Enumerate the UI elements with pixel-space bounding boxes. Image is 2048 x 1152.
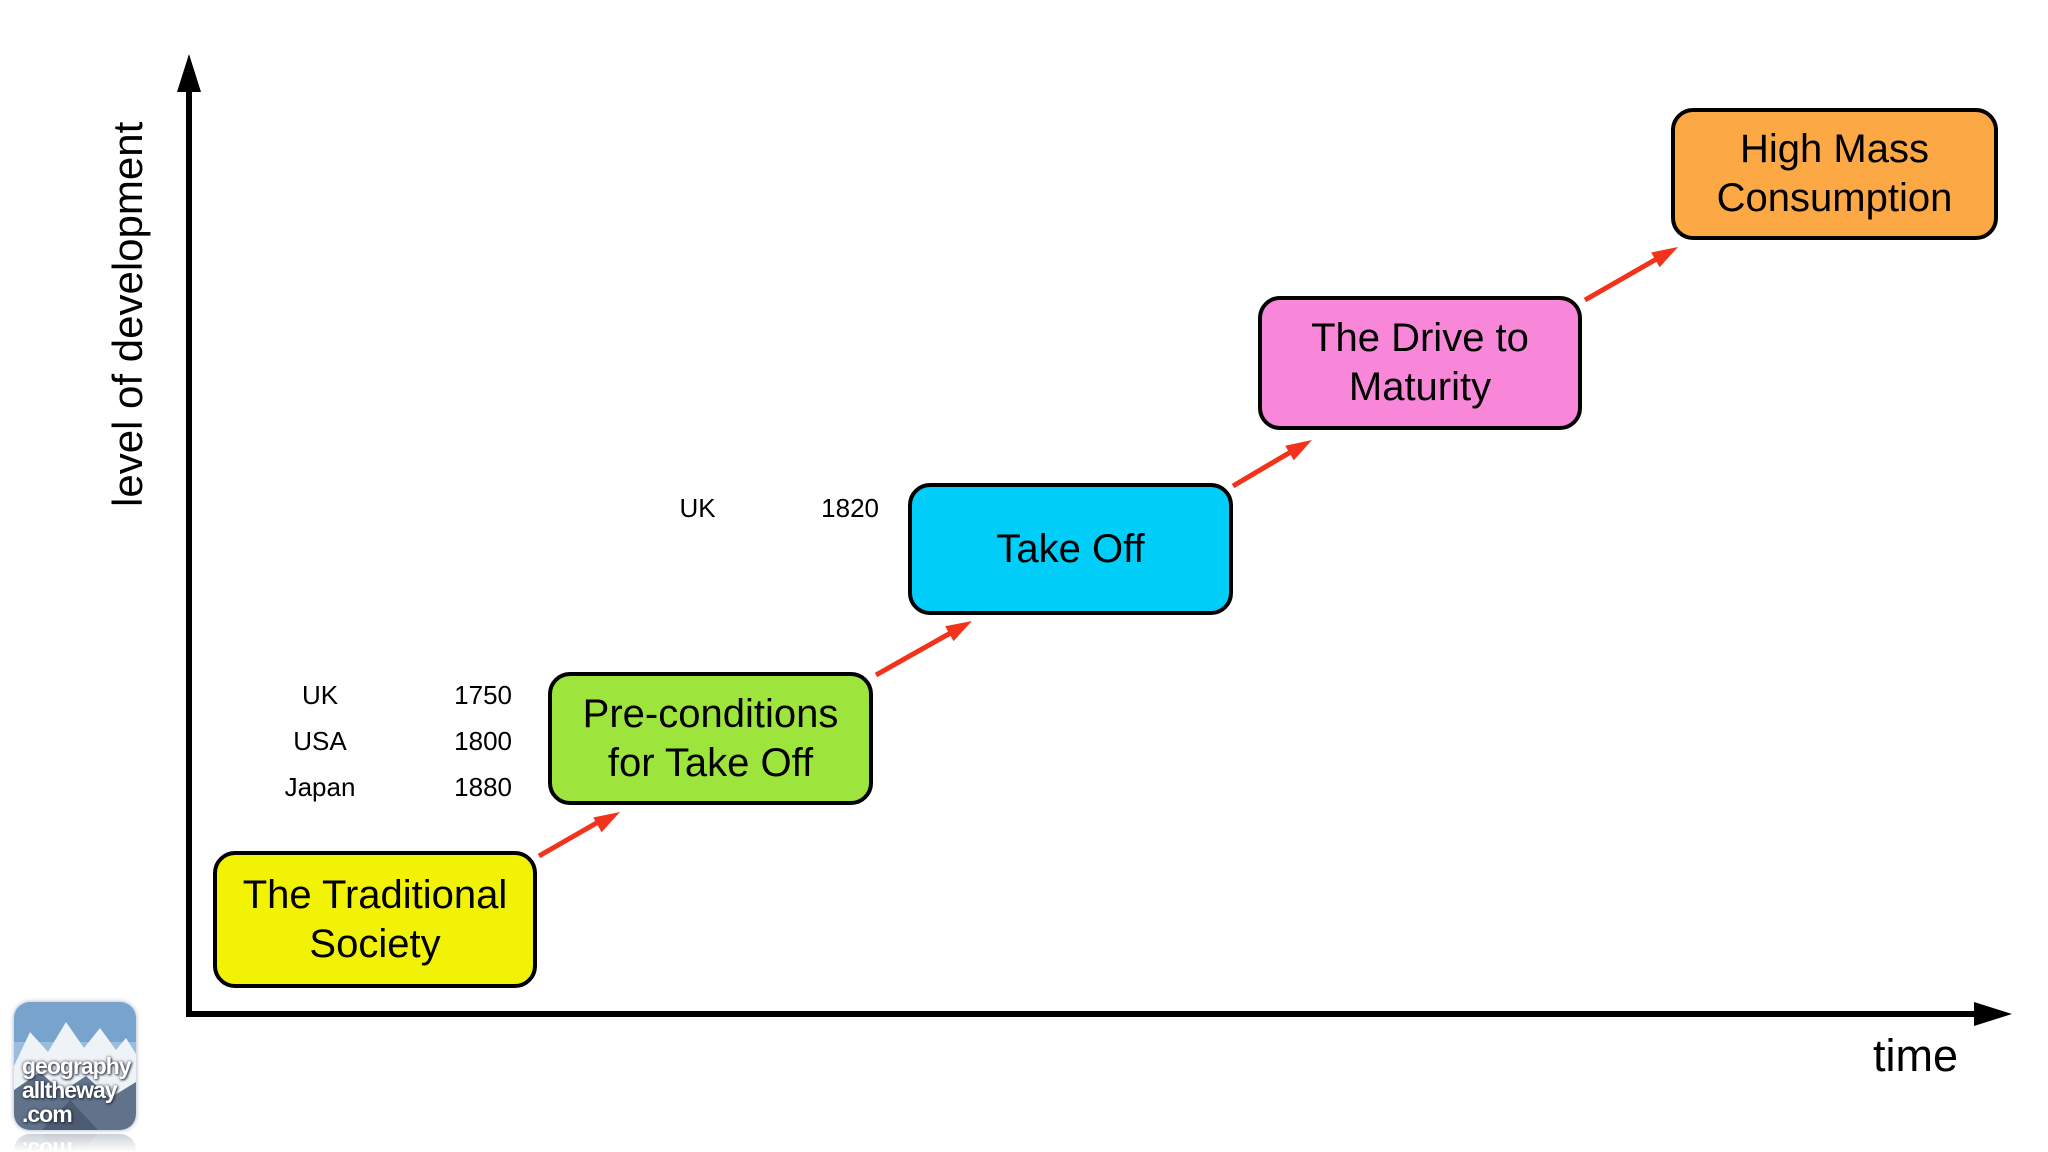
annotation-year: 1800: [454, 725, 512, 756]
logo-text-mirrored: geography alltheway .com: [22, 1137, 72, 1152]
arrow-preconditions-to-takeoff: [874, 628, 956, 678]
x-axis-label: time: [1872, 1030, 1958, 1081]
arrow-maturity-to-consumption: [1583, 254, 1662, 303]
stage-label: Pre-conditions for Take Off: [582, 691, 839, 785]
stage-label: Take Off: [996, 526, 1145, 571]
logo-geographyalltheway: geography alltheway .com geography allth…: [14, 1002, 136, 1152]
annotation-takeoff-dates: UK 1820: [635, 485, 879, 531]
annotation-country: USA: [293, 725, 347, 756]
logo-mountain-photo-icon: [14, 1134, 136, 1152]
stage-label: The Drive to Maturity: [1311, 316, 1529, 409]
stage-label: The Traditional Society: [242, 872, 508, 966]
y-axis-arrowhead-icon: [177, 54, 201, 92]
logo-mountain-photo-icon: [14, 1002, 136, 1130]
logo-card-mirrored: geography alltheway .com: [14, 1134, 136, 1152]
arrow-traditional-to-preconditions-head-icon: [593, 812, 620, 833]
stage-box-traditional-society: The Traditional Society: [213, 851, 537, 988]
annotation-country: UK: [679, 492, 716, 523]
annotation-year: 1750: [454, 679, 512, 710]
arrow-takeoff-to-maturity-head-icon: [1285, 440, 1312, 461]
annotation-row: Japan 1880: [255, 764, 512, 810]
stage-box-drive-to-maturity: The Drive to Maturity: [1258, 296, 1582, 430]
arrow-maturity-to-consumption-head-icon: [1651, 247, 1678, 268]
x-axis-arrowhead-icon: [1974, 1002, 2012, 1026]
stage-box-high-mass-consumption: High Mass Consumption: [1671, 108, 1998, 240]
y-axis-label: level of development: [104, 121, 151, 507]
stage-box-preconditions-for-take-off: Pre-conditions for Take Off: [548, 672, 873, 805]
annotation-row: UK 1750: [255, 672, 512, 718]
logo-card: geography alltheway .com: [14, 1002, 136, 1130]
logo-text-line3: .com: [22, 1101, 73, 1127]
annotation-row: USA 1800: [255, 718, 512, 764]
annotation-year: 1820: [821, 492, 879, 523]
annotation-row: UK 1820: [635, 485, 879, 531]
logo-reflection: geography alltheway .com: [14, 1134, 136, 1152]
annotation-country: UK: [301, 679, 339, 710]
annotation-preconditions-dates: UK 1750 USA 1800 Japan 1880: [255, 672, 512, 810]
logo-text-line2: alltheway: [22, 1077, 118, 1103]
arrow-takeoff-to-maturity: [1231, 447, 1296, 489]
arrow-preconditions-to-takeoff-head-icon: [945, 621, 972, 642]
stage-box-take-off: Take Off: [908, 483, 1233, 615]
stage-label: High Mass Consumption: [1716, 127, 1953, 220]
logo-text-line1: geography: [22, 1053, 132, 1079]
annotation-country: Japan: [284, 771, 356, 802]
logo-text: geography alltheway .com: [22, 1053, 132, 1127]
annotation-year: 1880: [454, 771, 512, 802]
arrow-traditional-to-preconditions: [537, 818, 602, 859]
